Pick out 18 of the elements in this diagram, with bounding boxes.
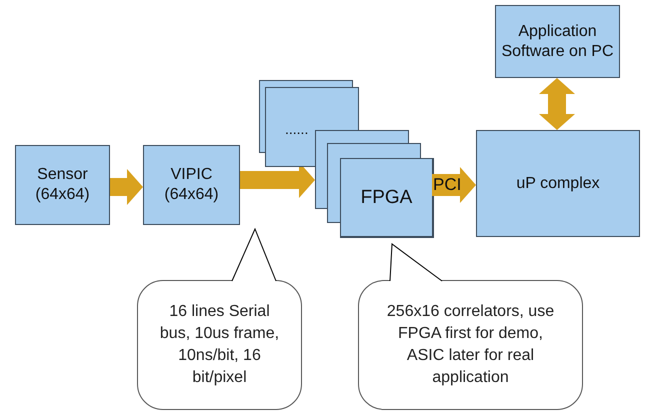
speech-bubble (137, 280, 302, 410)
callout-tail (390, 243, 442, 282)
process-box (15, 145, 110, 225)
box-label: FPGA (360, 188, 412, 208)
process-box (340, 158, 433, 237)
box-label: VIPIC (64x64) (163, 165, 220, 205)
callout-tail (232, 228, 276, 282)
edge-label: PCI (432, 174, 462, 196)
ellipsis-text: ...... (285, 121, 308, 137)
process-box (476, 130, 640, 237)
box-label: Application Software on PC (500, 22, 615, 62)
box-label: Sensor (64x64) (34, 165, 91, 205)
speech-bubble (358, 280, 583, 410)
process-box (143, 145, 240, 225)
process-box (495, 5, 620, 78)
callout-text: 16 lines Serial bus, 10us frame, 10ns/bit, 16 bit/pixel (158, 302, 280, 388)
box-label: uP complex (516, 174, 600, 194)
callout-text: 256x16 correlators, use FPGA first for demo, ASIC later for real application (386, 302, 556, 388)
